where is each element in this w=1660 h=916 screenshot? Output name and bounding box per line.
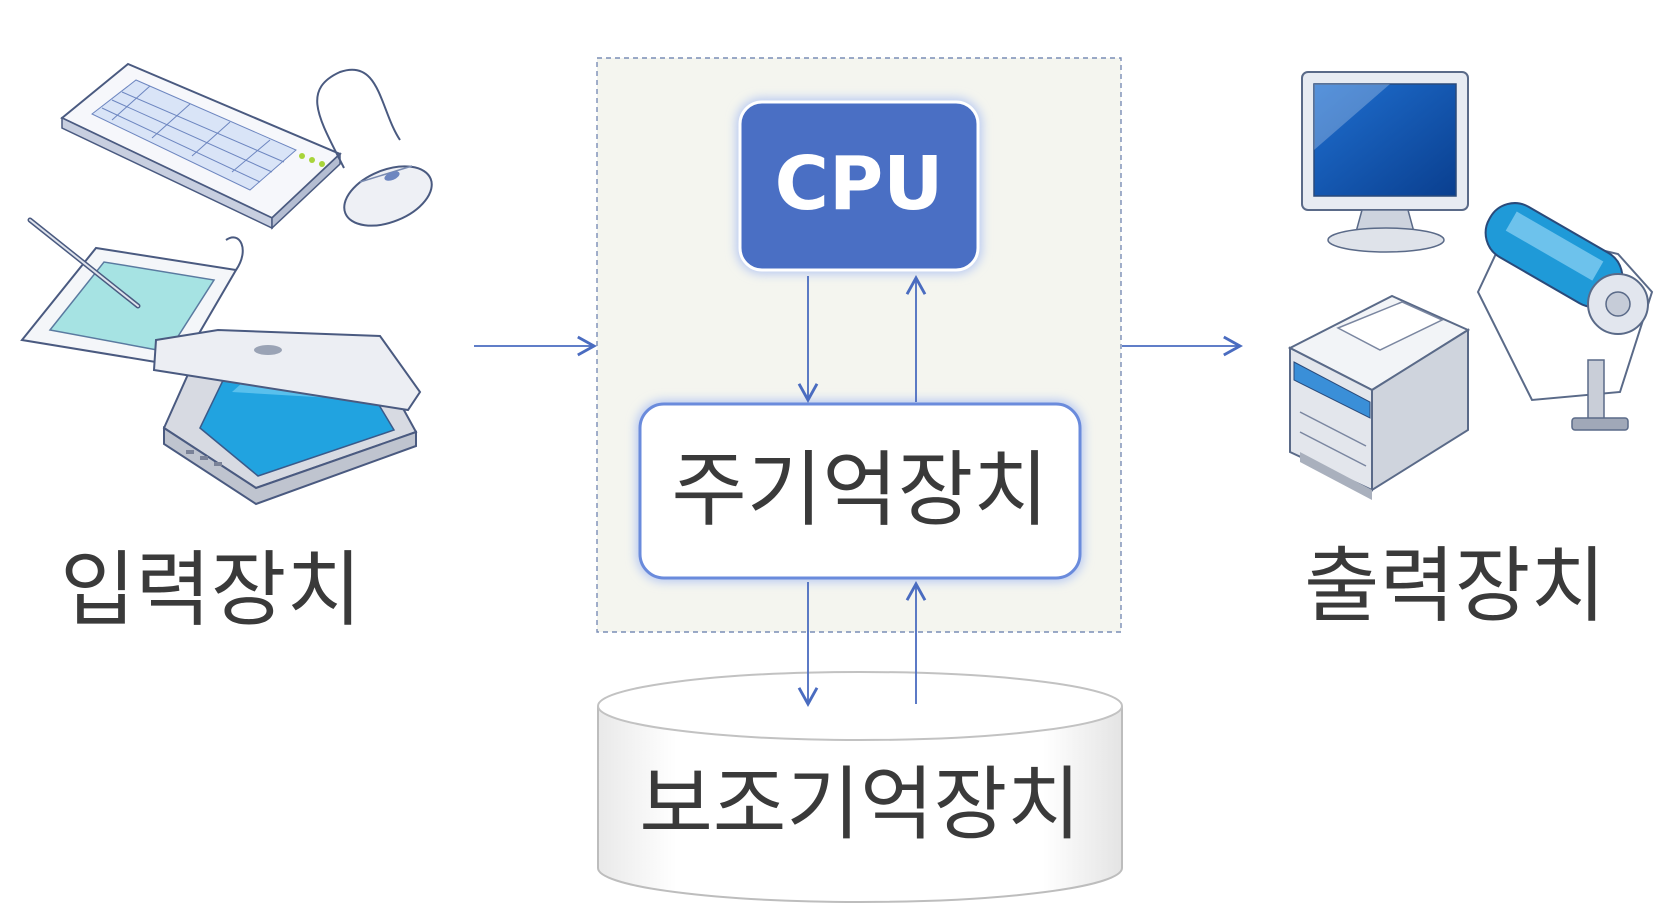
input-devices-group: 입력장치 — [20, 62, 433, 638]
monitor-icon — [1301, 71, 1469, 253]
input-devices-label: 입력장치 — [60, 543, 362, 638]
aux-memory-node: 보조기억장치 — [597, 671, 1123, 903]
output-devices-label: 출력장치 — [1304, 539, 1606, 634]
aux-memory-label: 보조기억장치 — [639, 758, 1081, 851]
cpu-node: CPU — [736, 98, 982, 274]
mouse-icon — [316, 68, 433, 227]
scanner-icon — [152, 328, 422, 506]
printer-icon — [1287, 294, 1471, 500]
cpu-label: CPU — [775, 141, 944, 227]
plotter-icon — [1476, 202, 1654, 431]
main-memory-node: 주기억장치 — [636, 400, 1084, 582]
main-memory-label: 주기억장치 — [671, 443, 1048, 538]
keyboard-icon — [60, 62, 342, 230]
output-devices-group: 출력장치 — [1287, 71, 1654, 634]
